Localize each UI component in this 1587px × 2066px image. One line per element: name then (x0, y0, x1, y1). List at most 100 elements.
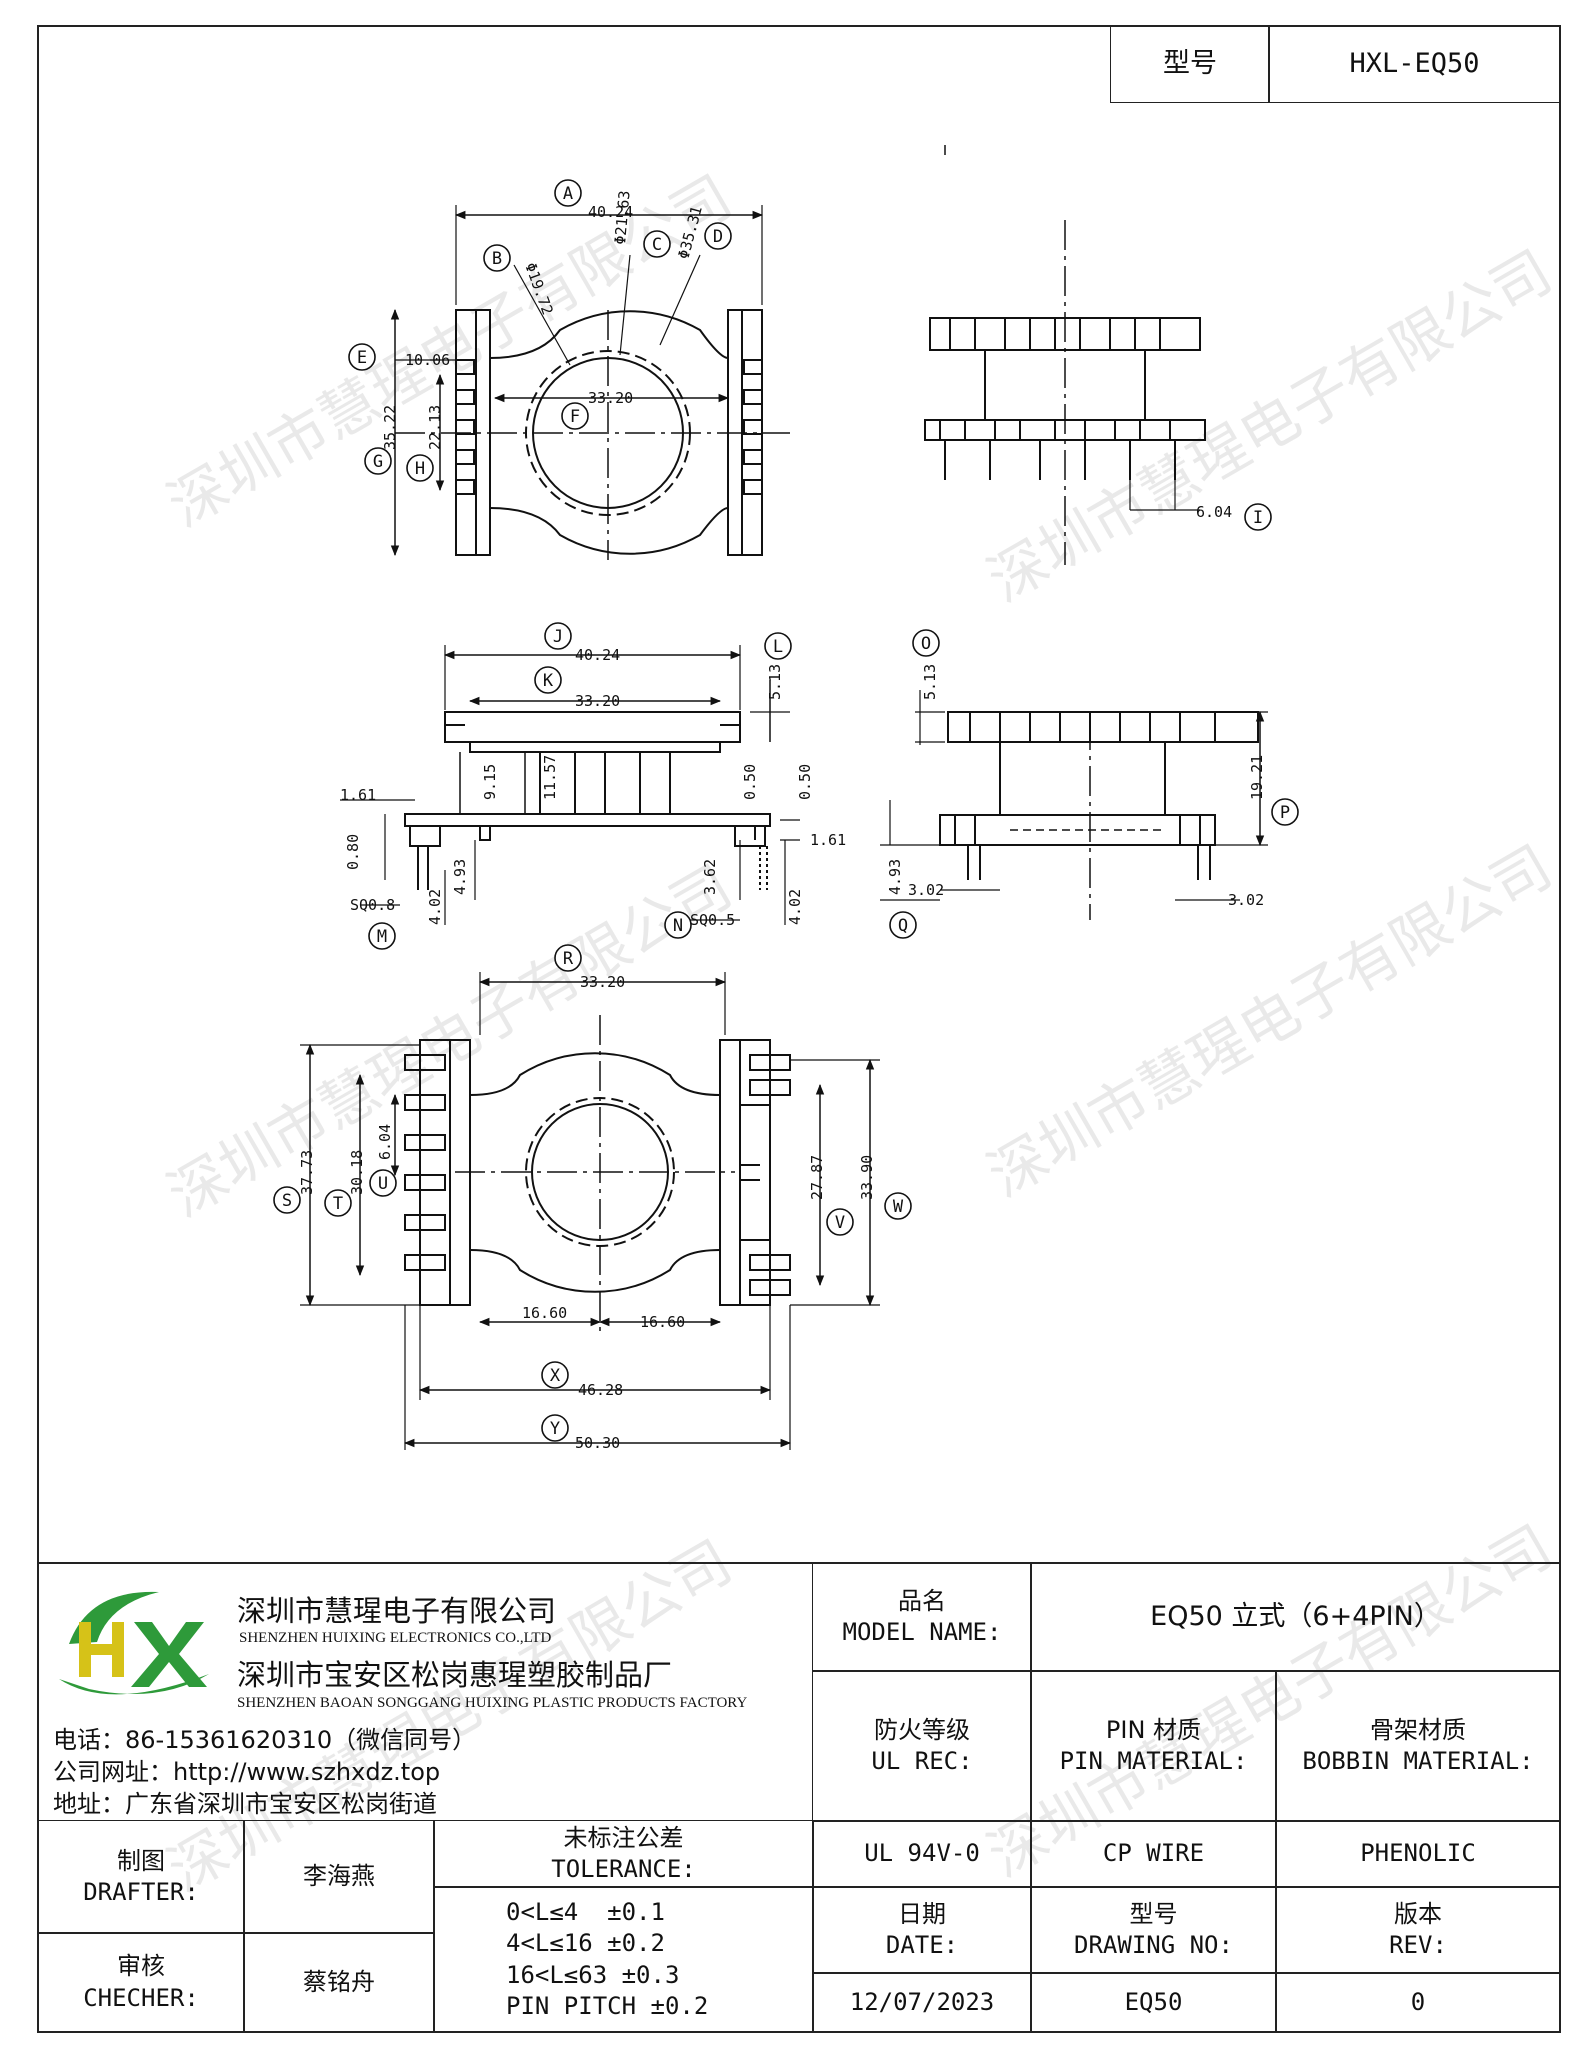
drawing-no-label-cn: 型号 (1129, 1899, 1178, 1928)
dim-X: 46.28 (578, 1381, 623, 1399)
front-view (340, 645, 800, 925)
callout-circle-m (368, 922, 396, 950)
callout-circle-a (554, 179, 582, 207)
ul-rec-label-en: UL REC: (871, 1747, 973, 1775)
bobbin-material-label: 骨架材质 BOBBIN MATERIAL: (1275, 1670, 1561, 1822)
tolerance-label-cn: 未标注公差 (563, 1823, 684, 1852)
callout-circle-c (643, 230, 671, 258)
callout-letter-i: I (1253, 508, 1263, 528)
callout-letter-b: B (492, 249, 502, 269)
callout-circle-n (664, 911, 692, 939)
model-name-value: EQ50 立式（6+4PIN） (1030, 1562, 1561, 1672)
dim-I: 6.04 (1196, 503, 1232, 521)
dim-K: 33.20 (575, 692, 620, 710)
rev-label-cn: 版本 (1394, 1899, 1442, 1928)
company-address: 地址：广东省深圳市宝安区松岗街道 (53, 1790, 437, 1818)
model-name-label: 品名 MODEL NAME: (812, 1562, 1032, 1672)
rev-value: 0 (1275, 1972, 1561, 2033)
callout-letter-l: L (773, 637, 783, 657)
ul-rec-label: 防火等级 UL REC: (812, 1670, 1032, 1822)
top-view-labels: 40.24 33.20 10.06 35.22 22.13 Φ19.72 Φ21… (381, 190, 706, 450)
callout-letter-c: C (652, 235, 662, 255)
pin-material-label: PIN 材质 PIN MATERIAL: (1030, 1670, 1277, 1822)
dim-side-050a: 0.50 (741, 764, 759, 800)
callout-letter-q: Q (898, 916, 908, 936)
dim-S: 37.73 (298, 1150, 316, 1195)
factory-name-cn: 深圳市宝安区松岗惠瑆塑胶制品厂 (237, 1658, 673, 1692)
callout-circle-q (889, 911, 917, 939)
callout-circle-e (348, 343, 376, 371)
drafter-label-en: DRAFTER: (83, 1878, 199, 1906)
dim-U: 6.04 (376, 1124, 394, 1160)
side-view-1 (924, 145, 1206, 565)
factory-name-en: SHENZHEN BAOAN SONGGANG HUIXING PLASTIC … (237, 1695, 748, 1711)
callout-circle-t (324, 1189, 352, 1217)
callout-circle-g (364, 447, 392, 475)
dim-V: 27.87 (808, 1155, 826, 1200)
date-label-cn: 日期 (898, 1899, 946, 1928)
callout-letter-y: Y (550, 1419, 560, 1439)
dim-side-161b: 1.61 (810, 831, 846, 849)
company-logo: HX (59, 1591, 209, 1695)
pin-material-value: CP WIRE (1030, 1820, 1277, 1888)
tolerance-label-en: TOLERANCE: (551, 1855, 696, 1883)
bobbin-material-label-en: BOBBIN MATERIAL: (1302, 1747, 1534, 1775)
dim-G: 35.22 (381, 405, 399, 450)
header-model-label-text: 型号 (1163, 48, 1217, 80)
dim-D: Φ35.31 (674, 204, 705, 261)
company-area: HX 深圳市慧瑆电子有限公司 SHENZHEN HUIXING ELECTRON… (37, 1562, 813, 1820)
callout-letter-o: O (921, 634, 931, 654)
date-value: 12/07/2023 (812, 1972, 1032, 2033)
callout-circle-v (826, 1208, 854, 1236)
dim-side-362: 3.62 (701, 859, 719, 895)
tolerance-line-4: PIN PITCH ±0.2 (506, 1991, 709, 2020)
callout-circle-b (483, 244, 511, 272)
callout-letter-v: V (835, 1213, 845, 1233)
bobbin-material-value-text: PHENOLIC (1360, 1839, 1476, 1868)
drafter-value-text: 李海燕 (303, 1862, 375, 1891)
dim-C: Φ21.63 (611, 190, 634, 246)
company-name-en: SHENZHEN HUIXING ELECTRONICS CO.,LTD (239, 1630, 552, 1646)
callout-circle-p (1271, 798, 1299, 826)
callout-letter-e: E (357, 348, 367, 368)
callout-letter-k: K (543, 671, 554, 691)
front-view-labels: 40.24 33.20 5.13 9.15 11.57 0.50 0.50 1.… (340, 646, 846, 929)
callout-letter-m: M (377, 927, 387, 947)
dim-side-493: 4.93 (451, 859, 469, 895)
rev-label-en: REV: (1389, 1931, 1447, 1959)
dim-P: 19.21 (1248, 755, 1266, 800)
callout-circle-u (369, 1169, 397, 1197)
side-view-2 (880, 690, 1268, 920)
header-model-value-text: HXL-EQ50 (1349, 48, 1480, 80)
dim-B: Φ19.72 (521, 260, 556, 317)
dim-R: 33.20 (580, 973, 625, 991)
dim-half1: 16.60 (522, 1304, 567, 1322)
date-label-en: DATE: (885, 1931, 959, 1959)
dim-side-080: 0.80 (344, 834, 362, 870)
drawing-no-label-en: DRAWING NO: (1074, 1931, 1233, 1959)
title-block (37, 1562, 1561, 2035)
date-value-text: 12/07/2023 (849, 1987, 995, 2016)
callout-letter-s: S (282, 1191, 292, 1211)
top-view (390, 205, 790, 560)
dim-side-402a: 4.02 (426, 889, 444, 925)
pin-material-label-cn: PIN 材质 (1105, 1715, 1202, 1744)
ul-rec-label-cn: 防火等级 (874, 1715, 970, 1744)
callout-letter-w: W (893, 1197, 904, 1217)
dim-W: 33.90 (858, 1155, 876, 1200)
dim-A: 40.24 (588, 203, 633, 221)
company-phone: 电话：86-15361620310（微信同号） (53, 1726, 477, 1754)
dim-half2: 16.60 (640, 1313, 685, 1331)
checker-label: 审核 CHECHER: (37, 1932, 245, 2033)
dim-side-402b: 4.02 (786, 889, 804, 925)
callout-letter-n: N (673, 916, 683, 936)
callout-letter-h: H (415, 459, 425, 479)
dim-Q-302b: 3.02 (1228, 891, 1264, 909)
callout-circle-l (764, 632, 792, 660)
tolerance-line-1: 0<L≤4 ±0.1 (506, 1898, 665, 1927)
ul-rec-value-text: UL 94V-0 (864, 1839, 980, 1868)
engineering-drawing: 40.24 33.20 10.06 35.22 22.13 Φ19.72 Φ21… (273, 145, 1299, 1452)
checker-value-text: 蔡铭舟 (303, 1967, 375, 1996)
dim-E: 10.06 (405, 351, 450, 369)
